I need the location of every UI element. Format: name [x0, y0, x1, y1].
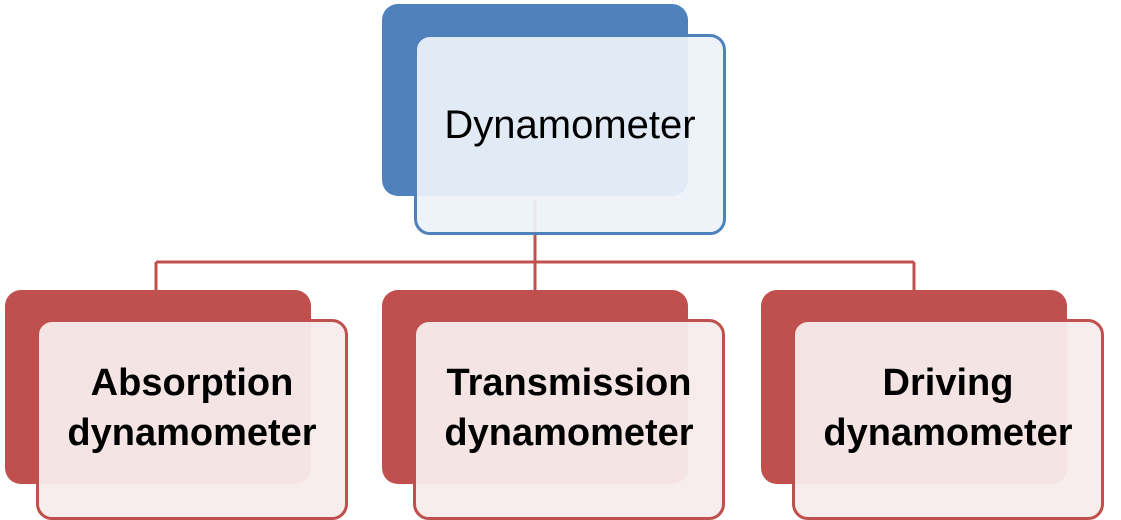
node-label-line1: Absorption	[90, 362, 294, 405]
node-front-card: Absorption dynamometer	[36, 319, 348, 520]
node-label-line2: dynamometer	[823, 411, 1073, 454]
node-label-line2: dynamometer	[67, 411, 317, 454]
node-label-line2: dynamometer	[444, 411, 694, 454]
node-front-card: Transmission dynamometer	[413, 319, 725, 520]
node-label-line1: Driving	[882, 362, 1014, 405]
node-front-card: Dynamometer	[414, 34, 726, 235]
node-label-line1: Transmission	[446, 362, 692, 405]
node-front-card: Driving dynamometer	[792, 319, 1104, 520]
node-label: Dynamometer	[444, 103, 696, 147]
